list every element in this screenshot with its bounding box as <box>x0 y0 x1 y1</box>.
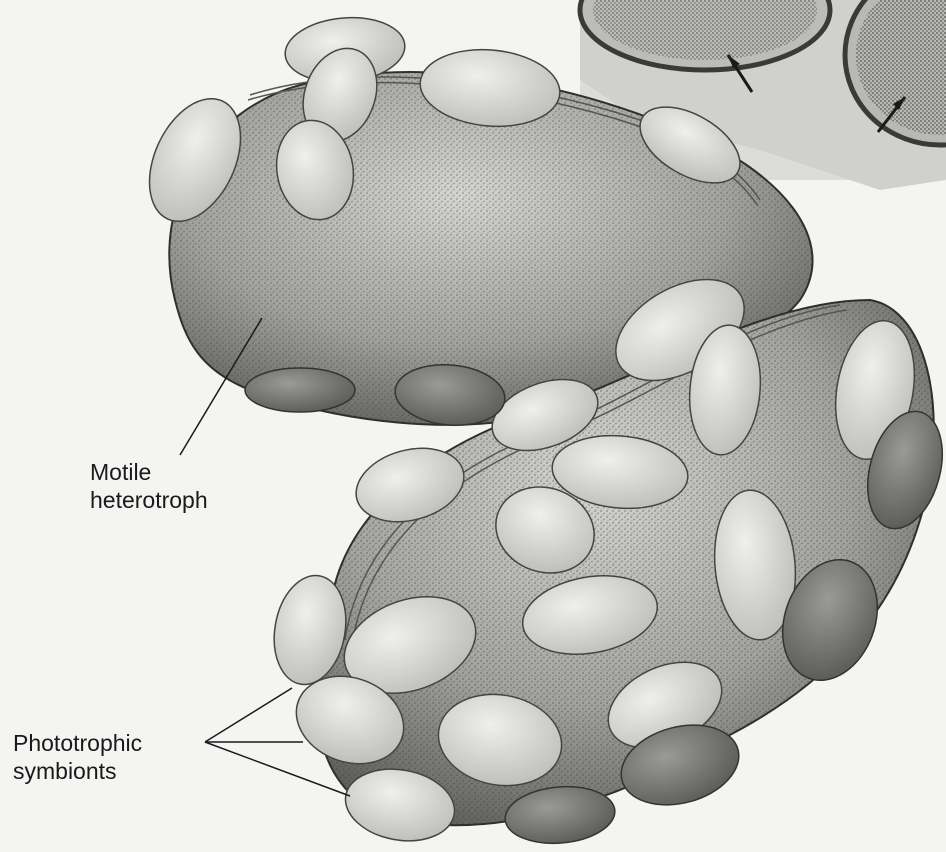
phototrophic-symbionts-label: Phototrophic symbionts <box>13 729 142 785</box>
symbiont-leader-1 <box>205 688 292 742</box>
label-line: symbionts <box>13 757 142 785</box>
symbiont <box>245 368 355 412</box>
motile-heterotroph-label: Motile heterotroph <box>90 458 208 514</box>
label-line: heterotroph <box>90 486 208 514</box>
label-line: Phototrophic <box>13 729 142 757</box>
label-line: Motile <box>90 458 208 486</box>
